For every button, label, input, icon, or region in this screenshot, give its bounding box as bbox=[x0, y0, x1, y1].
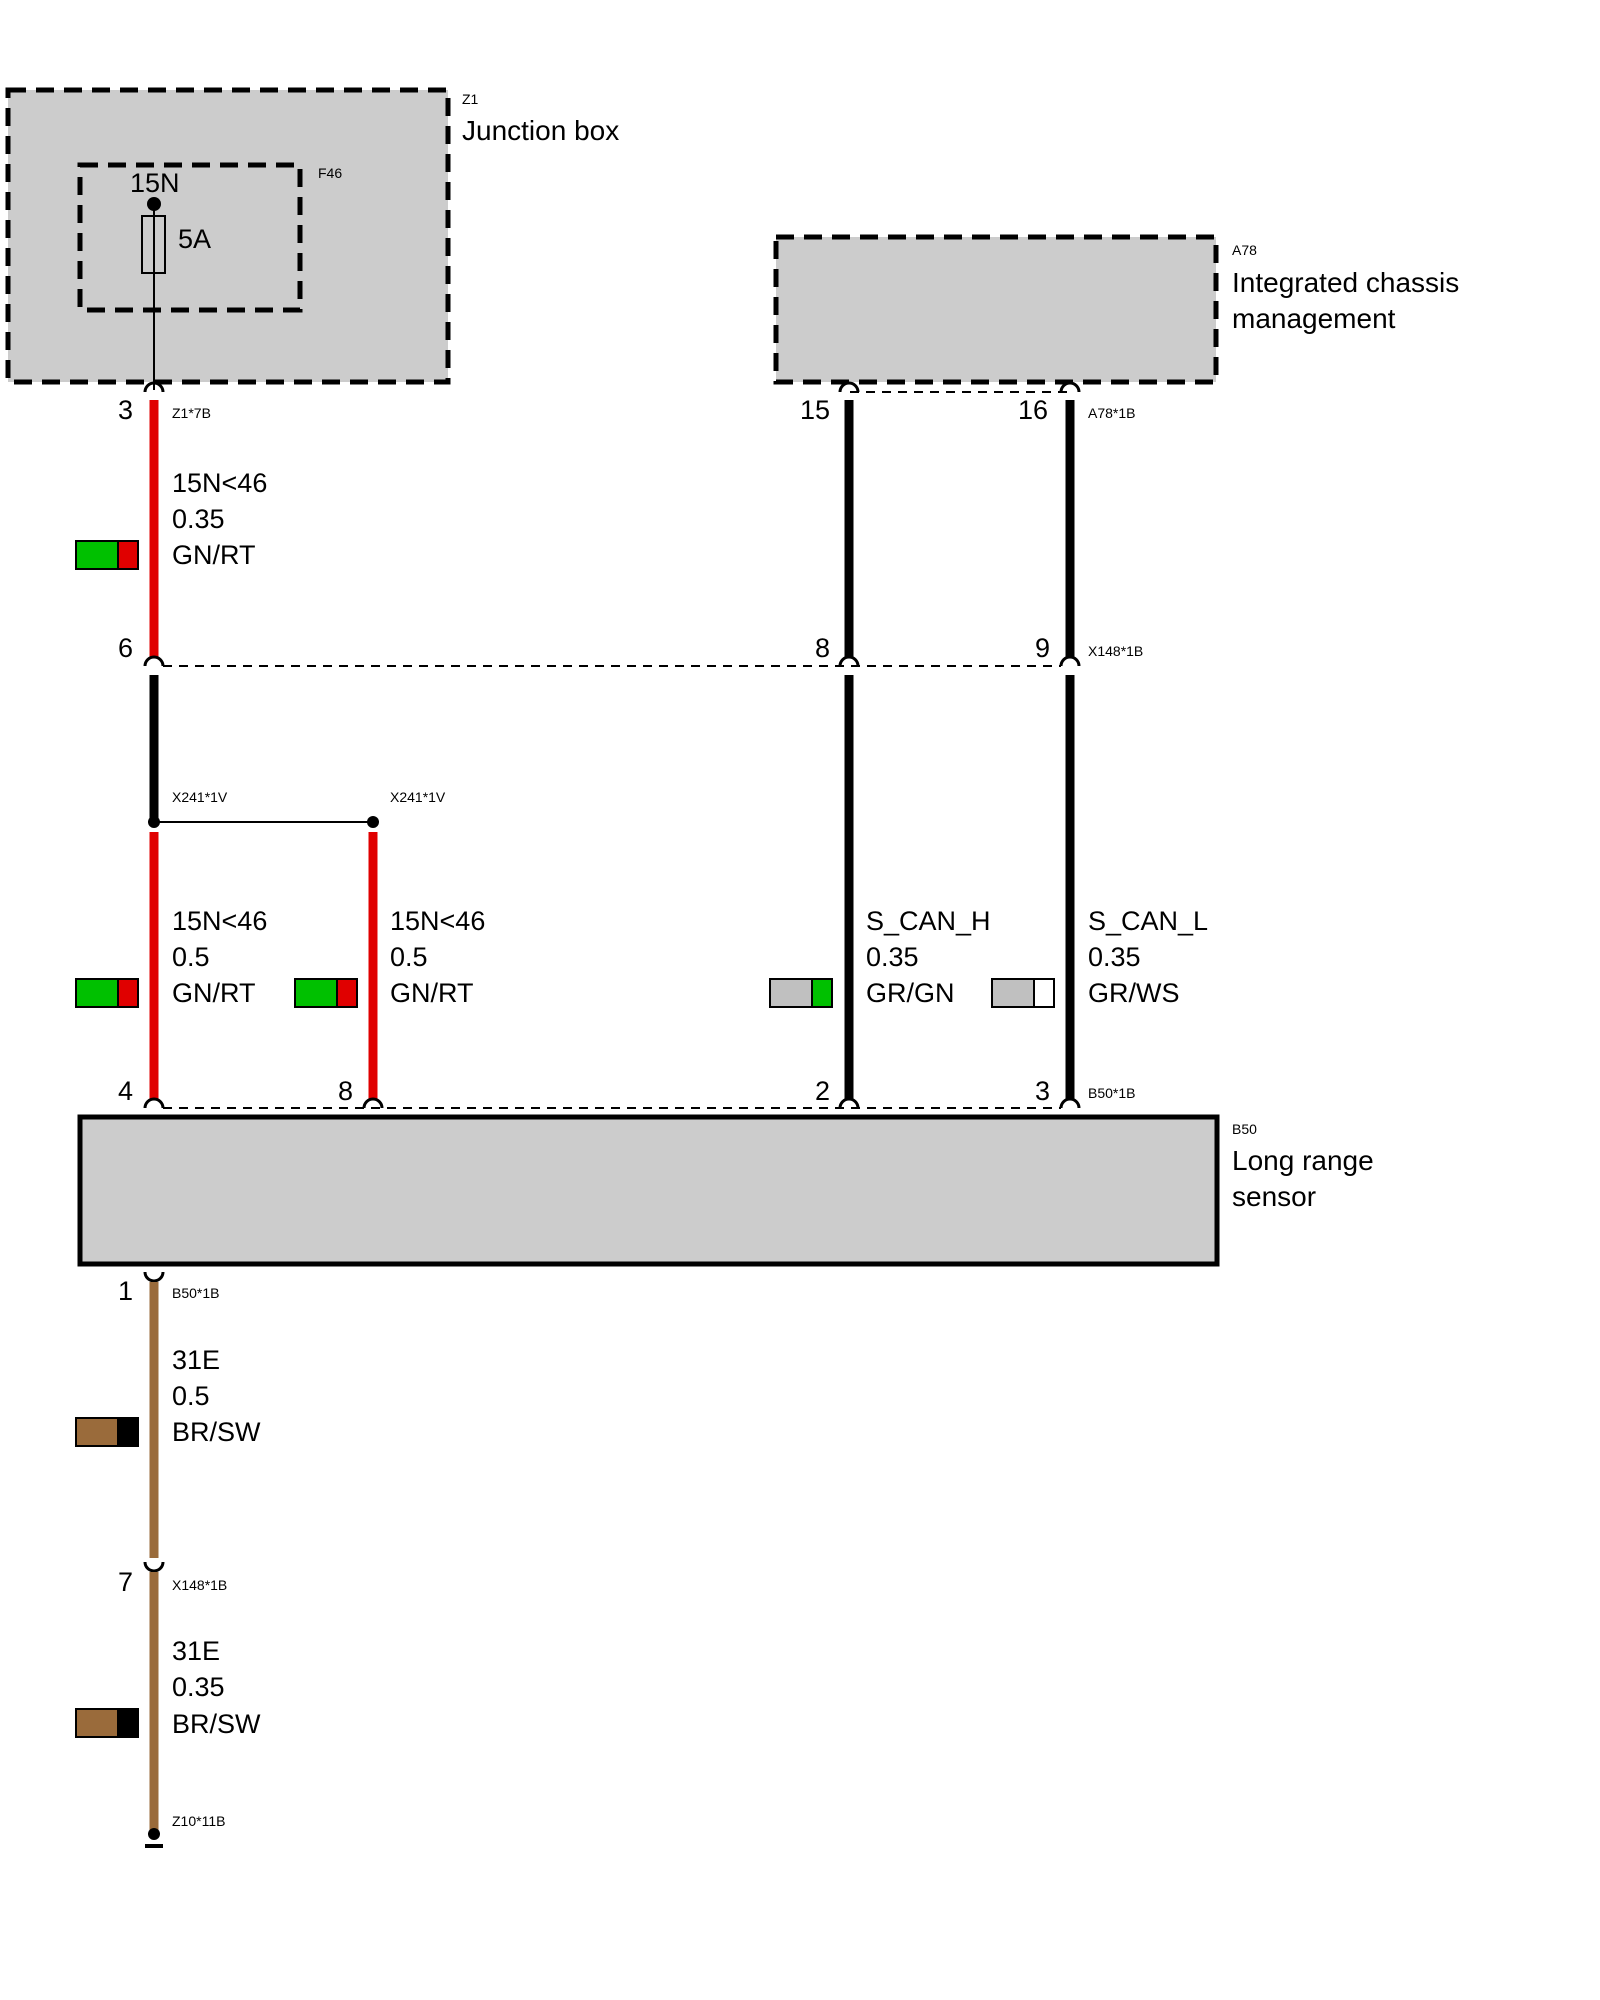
wire-swatch-primary bbox=[991, 978, 1035, 1008]
pin-b50-1: 1 bbox=[118, 1276, 133, 1306]
fuse-f46: F46 15N 5A bbox=[77, 162, 342, 390]
wire-gauge: 0.5 bbox=[172, 1381, 210, 1411]
wire-swatch-primary bbox=[75, 540, 119, 570]
wire-signal: 15N<46 bbox=[172, 468, 267, 498]
wire-color-code: GN/RT bbox=[390, 978, 474, 1008]
wire-color-code: GN/RT bbox=[172, 540, 256, 570]
ground-z10: Z10*11B bbox=[145, 1813, 225, 1848]
wire-s-can-h: S_CAN_H 0.35 GR/GN bbox=[769, 675, 991, 1100]
wire-signal: S_CAN_L bbox=[1088, 906, 1208, 936]
f46-terminal: 15N bbox=[130, 168, 180, 198]
a78-name-line1: Integrated chassis bbox=[1232, 267, 1459, 298]
wire-swatch-secondary bbox=[117, 978, 139, 1008]
x148-top-label: X148*1B bbox=[1088, 643, 1143, 659]
x241-right-label: X241*1V bbox=[390, 789, 446, 805]
wire-signal: 15N<46 bbox=[172, 906, 267, 936]
splice-left-dot bbox=[148, 816, 160, 828]
z1-code: Z1 bbox=[462, 91, 479, 107]
wire-color-code: BR/SW bbox=[172, 1709, 261, 1739]
pin-x148-9: 9 bbox=[1035, 633, 1050, 663]
pin-a78-16: 16 bbox=[1018, 395, 1048, 425]
splice-x241: X241*1V X241*1V bbox=[148, 789, 446, 828]
connector-x148-bottom: 7 X148*1B bbox=[118, 1561, 227, 1597]
connector-b50-top: 4 8 2 3 B50*1B bbox=[118, 1076, 1135, 1109]
pin-b50-3: 3 bbox=[1035, 1076, 1050, 1106]
wire-gauge: 0.5 bbox=[172, 942, 210, 972]
f46-code: F46 bbox=[318, 165, 342, 181]
wire-signal: 15N<46 bbox=[390, 906, 485, 936]
wire-color-code: GR/WS bbox=[1088, 978, 1180, 1008]
wire-signal: 31E bbox=[172, 1345, 220, 1375]
b50-top-label: B50*1B bbox=[1088, 1085, 1135, 1101]
wire-s-can-l: S_CAN_L 0.35 GR/WS bbox=[991, 675, 1208, 1100]
x148-bottom-label: X148*1B bbox=[172, 1577, 227, 1593]
wire-15n-segment-2: 15N<46 0.5 GN/RT bbox=[75, 832, 267, 1100]
wire-swatch-primary bbox=[75, 1708, 119, 1738]
wire-15n-segment-1: 15N<46 0.35 GN/RT bbox=[75, 400, 267, 658]
b50-code: B50 bbox=[1232, 1121, 1257, 1137]
wire-swatch-secondary bbox=[811, 978, 833, 1008]
z10-label: Z10*11B bbox=[172, 1813, 225, 1829]
wire-15n-segment-3: 15N<46 0.5 GN/RT bbox=[294, 832, 485, 1100]
a78-code: A78 bbox=[1232, 242, 1257, 258]
wire-gauge: 0.35 bbox=[172, 504, 225, 534]
connector-b50-bottom: 1 B50*1B bbox=[118, 1271, 219, 1306]
wire-swatch-secondary bbox=[117, 1417, 139, 1447]
z1-7b-label: Z1*7B bbox=[172, 405, 211, 421]
a78-name-line2: management bbox=[1232, 303, 1396, 334]
pin-b50-8: 8 bbox=[338, 1076, 353, 1106]
splice-right-dot bbox=[367, 816, 379, 828]
wire-gauge: 0.35 bbox=[172, 1672, 225, 1702]
f46-rating: 5A bbox=[178, 224, 211, 254]
wire-swatch-secondary bbox=[336, 978, 358, 1008]
wire-signal: 31E bbox=[172, 1636, 220, 1666]
wire-gauge: 0.35 bbox=[1088, 942, 1141, 972]
b50-name-line1: Long range bbox=[1232, 1145, 1374, 1176]
x241-left-label: X241*1V bbox=[172, 789, 228, 805]
ground-dot bbox=[148, 1828, 160, 1840]
connector-z1-7b: 3 Z1*7B bbox=[118, 381, 211, 425]
wire-31e-segment-2: 31E 0.35 BR/SW bbox=[75, 1572, 261, 1830]
wire-swatch-primary bbox=[75, 978, 119, 1008]
pin-b50-4: 4 bbox=[118, 1076, 133, 1106]
pin-x148-6: 6 bbox=[118, 633, 133, 663]
pin-z1-3: 3 bbox=[118, 395, 133, 425]
wire-31e-segment-1: 31E 0.5 BR/SW bbox=[75, 1282, 261, 1558]
a78-1b-label: A78*1B bbox=[1088, 405, 1135, 421]
wire-color-code: BR/SW bbox=[172, 1417, 261, 1447]
module-b50: B50 Long range sensor bbox=[77, 1114, 1374, 1267]
connector-a78-1b: 15 16 A78*1B bbox=[800, 381, 1135, 425]
pin-x148-7: 7 bbox=[118, 1567, 133, 1597]
z1-name: Junction box bbox=[462, 115, 619, 146]
wire-swatch-primary bbox=[294, 978, 338, 1008]
wire-swatch-secondary bbox=[1033, 978, 1055, 1008]
wire-signal: S_CAN_H bbox=[866, 906, 991, 936]
wire-swatch-secondary bbox=[117, 1708, 139, 1738]
wire-swatch-primary bbox=[75, 1417, 119, 1447]
module-a78: A78 Integrated chassis management bbox=[773, 234, 1459, 385]
pin-a78-15: 15 bbox=[800, 395, 830, 425]
pin-x148-8: 8 bbox=[815, 633, 830, 663]
b50-name-line2: sensor bbox=[1232, 1181, 1316, 1212]
wire-color-code: GN/RT bbox=[172, 978, 256, 1008]
wire-color-code: GR/GN bbox=[866, 978, 955, 1008]
wire-swatch-primary bbox=[769, 978, 813, 1008]
connector-x148-top: 6 8 9 X148*1B bbox=[118, 633, 1143, 667]
wire-swatch-secondary bbox=[117, 540, 139, 570]
b50-bottom-label: B50*1B bbox=[172, 1285, 219, 1301]
pin-b50-2: 2 bbox=[815, 1076, 830, 1106]
wire-gauge: 0.35 bbox=[866, 942, 919, 972]
junction-box-z1: Z1 Junction box bbox=[5, 87, 619, 385]
wire-gauge: 0.5 bbox=[390, 942, 428, 972]
